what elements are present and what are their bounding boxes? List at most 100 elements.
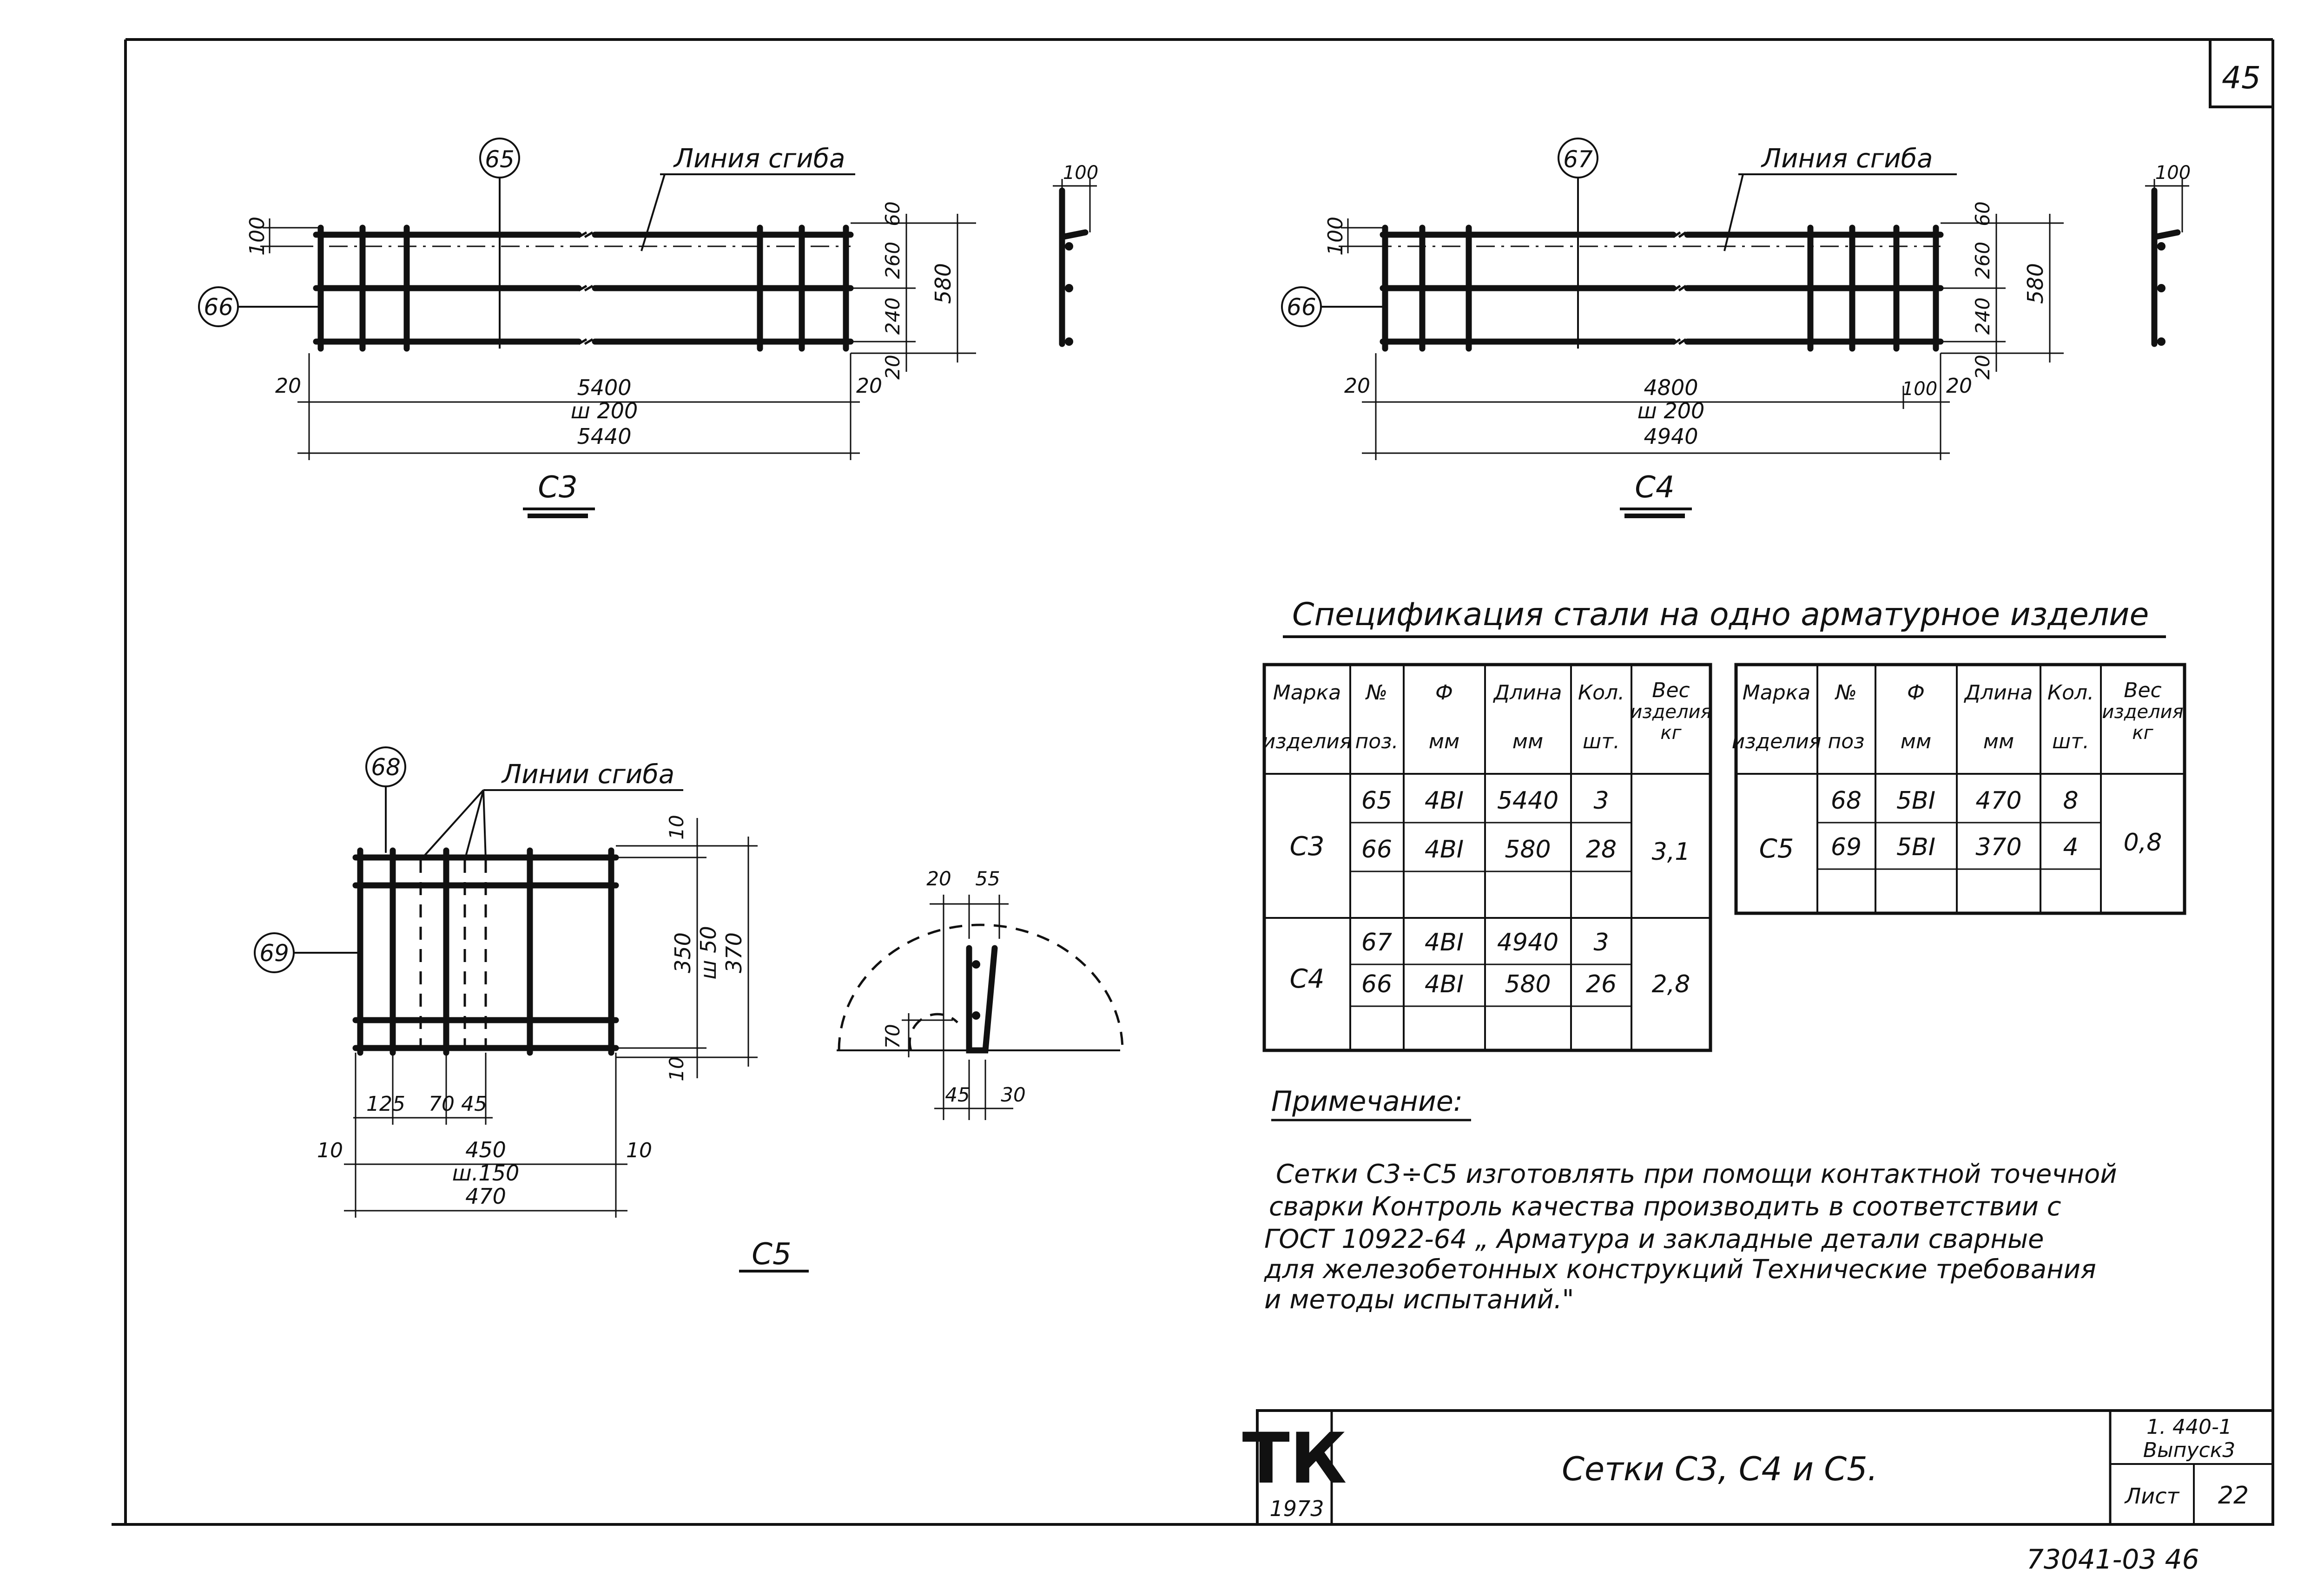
c3-pos-65: 65 <box>485 146 515 173</box>
spec-table-left: Марка изделия № поз. Ф мм Длина мм Кол. … <box>1262 663 1712 1052</box>
c5-bend-label: Линии сгиба <box>501 759 674 790</box>
spec-h-dia-1: Ф <box>1435 681 1453 705</box>
c4-dim-100: 100 <box>1902 378 1937 400</box>
spec-c4-weight: 2,8 <box>1652 970 1690 998</box>
spec-h-qty-2: шт. <box>1583 730 1620 753</box>
c4-title: С4 <box>1635 470 1674 505</box>
note-block: Примечание: Сетки С3÷С5 изготовлять при … <box>1264 1085 2117 1315</box>
spec-r-h-mark-2: изделия <box>1732 730 1822 753</box>
c3-dim-20-right: 20 <box>856 374 882 398</box>
spec-c3-r2-len: 580 <box>1505 836 1551 864</box>
spec-h-dia-2: мм <box>1429 730 1459 753</box>
c4-dim-580: 580 <box>2023 263 2048 304</box>
title-name: Сетки С3, С4 и С5. <box>1562 1450 1878 1488</box>
spec-c5-r2-pos: 69 <box>1831 833 1862 861</box>
c5-dim-450: 450 <box>465 1137 506 1162</box>
spec-r-h-wt-2: изделия <box>2102 701 2183 723</box>
mesh-c3: 65 66 Линия сгиба 100 20 20 5400 ш 200 5… <box>198 138 1098 518</box>
spec-c3-weight: 3,1 <box>1652 838 1690 866</box>
spec-c4-r2-len: 580 <box>1505 970 1551 998</box>
spec-c3-r2-qty: 28 <box>1586 836 1617 864</box>
c4-dim-20r: 20 <box>1971 355 1994 379</box>
title-sheet-no: 22 <box>2218 1482 2249 1510</box>
c3-section-100: 100 <box>1063 162 1098 184</box>
spec-c4-r2-qty: 26 <box>1586 970 1617 998</box>
sheet-frame <box>112 38 2274 1526</box>
c4-dim-240: 240 <box>1971 297 1994 335</box>
spec-h-pos-1: № <box>1365 681 1387 705</box>
c4-dim-20-left: 20 <box>1344 374 1370 398</box>
spec-r-h-wt-1: Вес <box>2124 679 2161 702</box>
c3-dim-5440: 5440 <box>577 424 631 449</box>
spec-c3-r1-dia: 4ВI <box>1425 787 1464 815</box>
c5-pos-68: 68 <box>371 754 401 781</box>
note-line-2: сварки Контроль качества производить в с… <box>1269 1192 2061 1222</box>
c3-dim-20-left: 20 <box>275 374 301 398</box>
spec-c5-r2-len: 370 <box>1975 833 2021 861</box>
spec-c4-r1-len: 4940 <box>1497 929 1558 956</box>
spec-h-len-1: Длина <box>1493 681 1562 705</box>
c5-dim-10-right: 10 <box>626 1139 652 1162</box>
bottom-code: 73041-03 46 <box>2027 1543 2199 1575</box>
spec-r-h-len-2: мм <box>1983 730 2014 753</box>
c3-pos-66: 66 <box>204 294 233 321</box>
spec-h-wt-2: изделия <box>1630 701 1711 723</box>
spec-h-pos-2: поз. <box>1355 730 1398 753</box>
c5-dim-step150: ш.150 <box>452 1161 520 1186</box>
note-title: Примечание: <box>1271 1085 1463 1118</box>
c5-sec-30: 30 <box>1001 1083 1025 1106</box>
c3-dim-5400: 5400 <box>577 375 631 400</box>
c4-dim-260: 260 <box>1971 242 1994 279</box>
c3-bend-label: Линия сгиба <box>673 144 845 174</box>
note-line-1: Сетки С3÷С5 изготовлять при помощи конта… <box>1276 1159 2117 1189</box>
title-series: 1. 440-1 <box>2146 1415 2232 1439</box>
spec-r-h-wt-3: кг <box>2132 722 2153 744</box>
spec-c3-r1-len: 5440 <box>1497 787 1558 815</box>
title-issue: Выпуск3 <box>2143 1438 2236 1462</box>
c5-sec-70: 70 <box>881 1024 904 1048</box>
note-line-3: ГОСТ 10922-64 „ Арматура и закладные дет… <box>1264 1224 2044 1254</box>
c3-dim-left-100: 100 <box>245 217 269 256</box>
spec-r-h-qty-2: шт. <box>2052 730 2089 753</box>
c5-dim-125: 125 <box>366 1092 405 1116</box>
spec-c3-r2-dia: 4ВI <box>1425 836 1464 864</box>
spec-c5-r1-dia: 5ВI <box>1896 787 1935 815</box>
spec-c3-r2-pos: 66 <box>1361 836 1392 864</box>
c4-dim-4940: 4940 <box>1644 424 1698 449</box>
c5-dim-45: 45 <box>461 1092 487 1116</box>
spec-r-h-dia-1: Ф <box>1907 681 1925 705</box>
spec-c5-r1-qty: 8 <box>2063 787 2078 815</box>
spec-h-wt-1: Вес <box>1652 679 1690 702</box>
spec-r-h-len-1: Длина <box>1964 681 2033 705</box>
c4-pos-66: 66 <box>1287 294 1316 321</box>
c4-bend-label: Линия сгиба <box>1761 144 1933 174</box>
mesh-c5: 68 69 Линии сгиба 125 70 45 10 10 450 ш.… <box>254 746 1124 1273</box>
note-line-5: и методы испытаний." <box>1264 1285 1574 1315</box>
spec-c5-r1-pos: 68 <box>1831 787 1862 815</box>
spec-c4-r2-dia: 4ВI <box>1425 970 1464 998</box>
spec-r-h-dia-2: мм <box>1901 730 1931 753</box>
spec-r-h-qty-1: Кол. <box>2047 681 2094 705</box>
title-block: ТК 1973 Сетки С3, С4 и С5. 1. 440-1 Выпу… <box>1242 1409 2274 1526</box>
spec-c3-r1-pos: 65 <box>1361 787 1392 815</box>
spec-c4-r1-pos: 67 <box>1361 929 1392 956</box>
spec-c4-r1-qty: 3 <box>1593 929 1609 956</box>
logo-tk: ТК <box>1242 1418 1347 1499</box>
mesh-c4: 67 66 Линия сгиба 100 20 20 4800 100 ш 2… <box>1281 138 2191 518</box>
c5-dim-10-left: 10 <box>317 1139 343 1162</box>
spec-r-h-mark-1: Марка <box>1743 681 1810 705</box>
c5-sec-55: 55 <box>975 867 1000 890</box>
c4-dim-4800: 4800 <box>1644 375 1698 400</box>
c5-dim-370: 370 <box>721 932 746 973</box>
c3-dim-240: 240 <box>881 297 904 335</box>
spec-c3-mark: С3 <box>1290 831 1325 862</box>
c5-sec-45: 45 <box>945 1083 970 1106</box>
c4-section-100: 100 <box>2155 162 2191 184</box>
c4-dim-left-100: 100 <box>1324 217 1347 256</box>
spec-title: Спецификация стали на одно арматурное из… <box>1292 596 2149 633</box>
spec-c4-r1-dia: 4ВI <box>1425 929 1464 956</box>
page-number: 45 <box>2222 60 2261 96</box>
steel-specification: Спецификация стали на одно арматурное из… <box>1262 596 2186 1052</box>
c5-dim-10-bottom: 10 <box>665 1056 688 1081</box>
